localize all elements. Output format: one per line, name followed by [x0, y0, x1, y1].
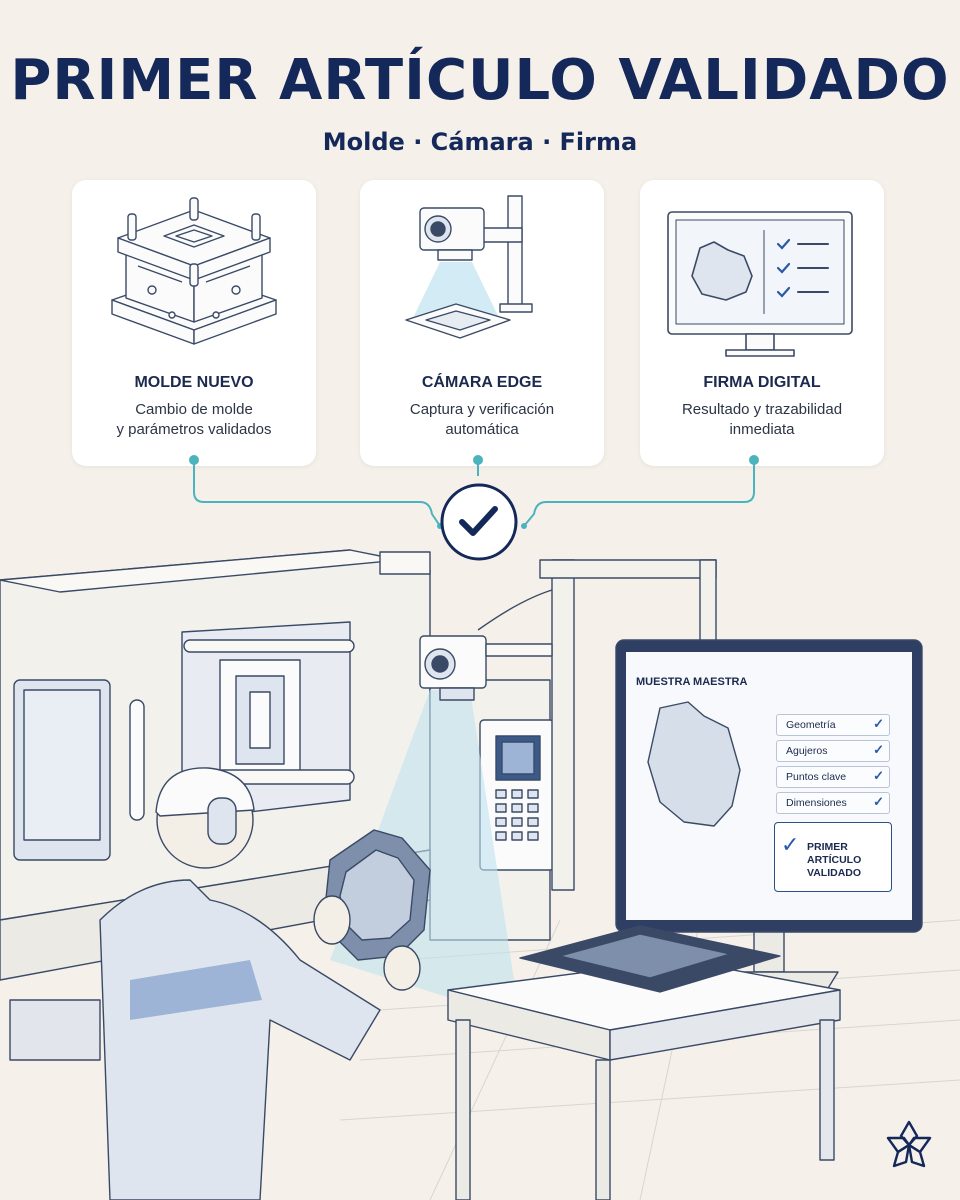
camera-icon [405, 195, 533, 339]
card-title: CÁMARA EDGE [421, 374, 543, 391]
check-icon: ✓ [873, 794, 884, 809]
checklist-item-geometria: Geometría✓ [776, 714, 890, 736]
checklist-item-puntos-clave: Puntos clave✓ [776, 766, 890, 788]
check-icon: ✓ [873, 716, 884, 731]
check-icon: ✓ [873, 742, 884, 757]
card-description: Cambio de molde y parámetros validados [116, 401, 272, 438]
flower-logo-icon [886, 1120, 932, 1168]
card-firma-digital: FIRMA DIGITAL Resultado y trazabilidad i… [640, 180, 884, 466]
card-molde-nuevo: MOLDE NUEVO Cambio de molde y parámetros… [72, 180, 316, 466]
card-description: Resultado y trazabilidad inmediata [681, 401, 843, 438]
factory-scene-illustration [0, 549, 960, 1200]
page-subtitle: Molde · Cámara · Firma [322, 128, 638, 156]
card-camara-edge: CÁMARA EDGE Captura y verificación autom… [360, 180, 604, 466]
screen-title: MUESTRA MAESTRA [636, 676, 748, 688]
check-icon: ✓ [873, 768, 884, 783]
monitor-icon [667, 211, 853, 357]
check-icon: ✓ [781, 833, 800, 858]
card-description: Captura y verificación automática [409, 401, 555, 438]
mold-icon [111, 197, 277, 345]
checkmark-circle-icon [440, 483, 518, 561]
card-title: MOLDE NUEVO [134, 374, 254, 391]
page-title: PRIMER ARTÍCULO VALIDADO [10, 48, 950, 113]
checklist-item-agujeros: Agujeros✓ [776, 740, 890, 762]
checklist-item-dimensiones: Dimensiones✓ [776, 792, 890, 814]
validated-badge: ✓ PRIMER ARTÍCULO VALIDADO [774, 822, 892, 892]
card-title: FIRMA DIGITAL [703, 374, 821, 391]
connector-lines [189, 455, 759, 561]
